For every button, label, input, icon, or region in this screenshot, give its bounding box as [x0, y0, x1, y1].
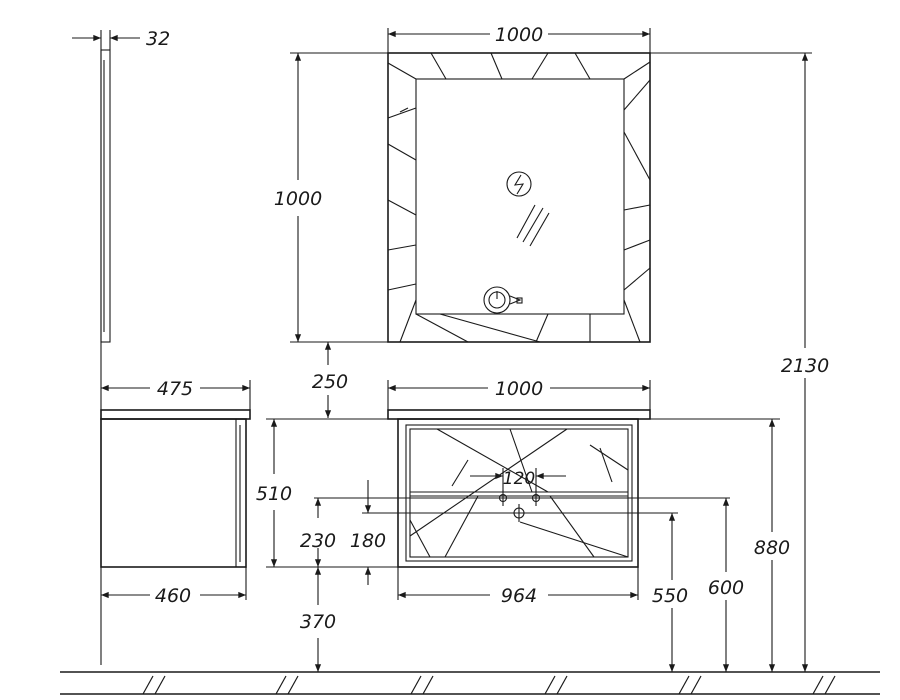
- floor-to-pipe-label: 600: [708, 577, 744, 599]
- mirror-height-dimension: 1000: [274, 52, 388, 343]
- drain-offset-left-dimension: 230: [300, 498, 336, 568]
- total-height-label: 2130: [781, 355, 829, 377]
- tap-spacing-label: 120: [503, 469, 535, 489]
- cabinet-height-label: 510: [256, 483, 292, 505]
- tap-holes: [498, 490, 541, 522]
- floor-line: [60, 671, 880, 695]
- drain-offset-left-label: 230: [300, 530, 336, 552]
- floor-to-drain-label: 550: [652, 585, 688, 607]
- pipe-reference-lines: [284, 497, 730, 568]
- lightning-icon: [506, 171, 532, 197]
- mirror-width-dimension: 1000: [387, 24, 651, 53]
- cabinet-top-width-label: 1000: [495, 378, 543, 400]
- mirror-depth-label: 32: [146, 28, 170, 50]
- cabinet-body-width-label: 964: [501, 585, 537, 607]
- gap-label: 250: [312, 371, 348, 393]
- mirror-width-label: 1000: [495, 24, 543, 46]
- cabinet-top-depth-dimension: 475: [101, 378, 251, 410]
- gap-dimension: 250: [312, 342, 348, 418]
- tap-spacing-dimension: 120: [470, 468, 566, 492]
- cabinet-body-width-dimension: 964: [397, 567, 639, 607]
- floor-to-cabinet-bottom-dimension: 370: [300, 566, 336, 673]
- floor-to-cabinet-bottom-label: 370: [300, 611, 336, 633]
- cabinet-top-depth-label: 475: [157, 378, 193, 400]
- cabinet-body-depth-dimension: 460: [101, 567, 247, 607]
- mirror-height-label: 1000: [274, 188, 322, 210]
- floor-to-top-label: 880: [754, 537, 790, 559]
- mirror-front-view: [387, 52, 651, 343]
- drain-offset-center-label: 180: [350, 530, 386, 552]
- floor-to-drain-dimension: 550: [652, 512, 688, 673]
- cabinet-top-width-dimension: 1000: [387, 378, 651, 410]
- mirror-side-view: [100, 30, 111, 665]
- mirror-depth-dimension: 32: [72, 28, 170, 50]
- floor-to-top-dimension: 880: [650, 418, 790, 673]
- drain-offset-center-dimension: 180: [350, 480, 386, 585]
- cabinet-body-depth-label: 460: [155, 585, 191, 607]
- power-icon[interactable]: [483, 286, 523, 314]
- total-height-dimension: 2130: [650, 52, 829, 673]
- cabinet-side-view: [100, 409, 251, 568]
- floor-to-pipe-dimension: 600: [708, 498, 744, 673]
